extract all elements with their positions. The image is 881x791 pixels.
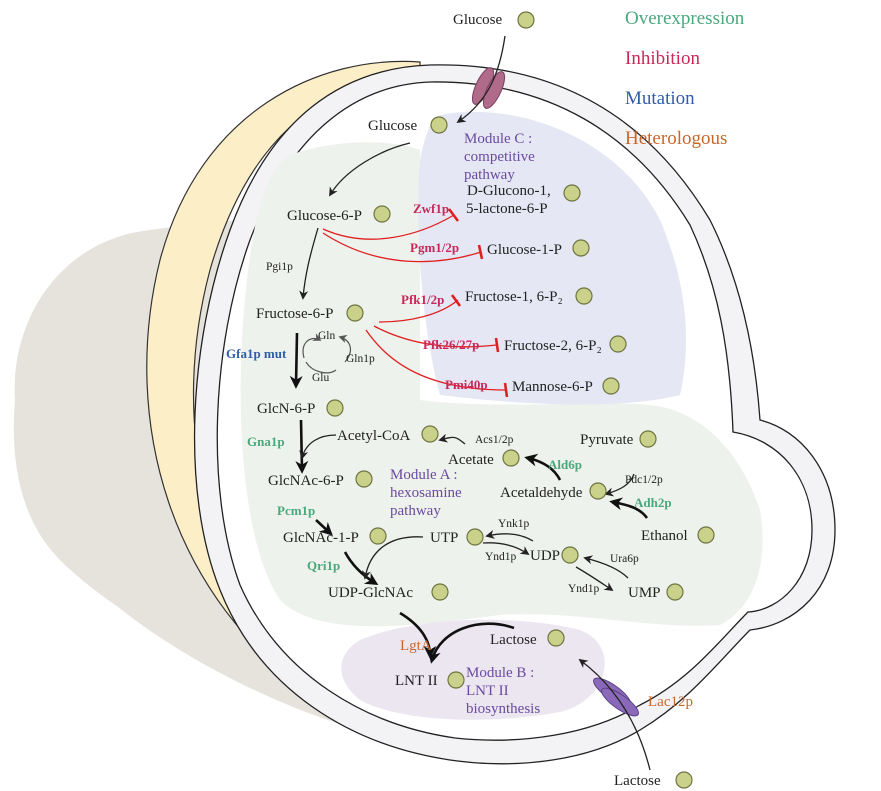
metabolite-lactose-external: Lactose: [614, 773, 661, 789]
metabolite-glucose-1-p: Glucose-1-P: [487, 242, 562, 258]
metabolite-dot: [572, 239, 590, 257]
enzyme-zwf1p: Zwf1p: [413, 201, 449, 216]
enzyme-ynd1p: Ynd1p: [485, 551, 517, 563]
enzyme-lgta: LgtA: [400, 638, 432, 654]
enzyme-pmi40p: Pmi40p: [445, 377, 488, 392]
metabolite-dot: [561, 546, 579, 564]
metabolite-d-glucono-lactone: D-Glucono-1,: [467, 183, 551, 199]
metabolite-glu: Glu: [312, 372, 330, 384]
svg-text:hexosamine: hexosamine: [390, 485, 462, 501]
metabolite-dot: [355, 470, 373, 488]
metabolite-lactose: Lactose: [490, 632, 537, 648]
legend-heterologous: Heterologous: [625, 128, 727, 149]
enzyme-ynk1p: Ynk1p: [498, 518, 530, 530]
metabolite-glcnac-6-p: GlcNAc-6-P: [268, 473, 344, 489]
region-c: [418, 111, 686, 405]
metabolite-dot: [346, 304, 364, 322]
module-a-label: Module A : hexosamine pathway: [390, 467, 462, 519]
metabolite-fructose-2-6-p2: Fructose-2, 6-P₂: [504, 338, 602, 354]
metabolite-udp-glcnac: UDP-GlcNAc: [328, 585, 413, 601]
metabolite-lnt-ii: LNT II: [395, 673, 438, 689]
metabolite-d-glucono-lactone-2: 5-lactone-6-P: [466, 201, 548, 217]
module-c-label: Module C : competitive pathway: [464, 131, 535, 183]
legend-inhibition: Inhibition: [625, 48, 700, 69]
enzyme-gna1p: Gna1p: [247, 434, 285, 449]
metabolite-mannose-6-p: Mannose-6-P: [512, 379, 593, 395]
metabolite-dot: [575, 287, 593, 305]
metabolite-dot: [447, 671, 465, 689]
enzyme-ynd1p-2: Ynd1p: [568, 583, 600, 595]
metabolite-fructose-1-6-p2: Fructose-1, 6-P₂: [465, 289, 563, 305]
metabolite-dot: [639, 430, 657, 448]
metabolite-dot: [563, 184, 581, 202]
svg-text:LNT II: LNT II: [466, 683, 509, 699]
metabolite-udp: UDP: [530, 548, 560, 564]
metabolite-acetyl-coa: Acetyl-CoA: [337, 428, 410, 444]
enzyme-pfk12p: Pfk1/2p: [401, 292, 444, 307]
enzyme-pfk2627p: Pfk26/27p: [423, 337, 479, 352]
metabolite-glcnac-1-p: GlcNAc-1-P: [283, 530, 359, 546]
metabolite-dot: [369, 527, 387, 545]
metabolite-glcn-6-p: GlcN-6-P: [257, 401, 315, 417]
metabolite-dot: [431, 583, 449, 601]
metabolite-ethanol: Ethanol: [641, 528, 688, 544]
metabolite-utp: UTP: [430, 530, 458, 546]
legend-overexpression: Overexpression: [625, 8, 745, 29]
svg-text:pathway: pathway: [390, 503, 441, 519]
enzyme-pcm1p: Pcm1p: [277, 503, 315, 518]
metabolite-dot: [609, 335, 627, 353]
metabolite-acetate: Acetate: [448, 452, 494, 468]
metabolite-dot: [430, 116, 448, 134]
metabolite-glucose-external: Glucose: [453, 12, 502, 28]
metabolite-dot: [547, 629, 565, 647]
legend-mutation: Mutation: [625, 88, 695, 109]
metabolite-pyruvate: Pyruvate: [580, 432, 634, 448]
metabolite-fructose-6-p: Fructose-6-P: [256, 306, 334, 322]
metabolite-dot: [373, 205, 391, 223]
enzyme-ald6p: Ald6p: [548, 457, 582, 472]
metabolite-dot: [326, 399, 344, 417]
metabolite-dot: [421, 425, 439, 443]
enzyme-pgi1p: Pgi1p: [266, 261, 293, 273]
svg-text:competitive: competitive: [464, 149, 535, 165]
metabolite-glucose-6-p: Glucose-6-P: [287, 208, 362, 224]
enzyme-adh2p: Adh2p: [634, 495, 672, 510]
enzyme-gfa1p-mut: Gfa1p mut: [226, 346, 287, 361]
metabolite-glucose: Glucose: [368, 118, 417, 134]
metabolite-dot: [517, 11, 535, 29]
enzyme-qri1p: Qri1p: [307, 558, 340, 573]
svg-text:biosynthesis: biosynthesis: [466, 701, 540, 717]
enzyme-lac12p: Lac12p: [648, 694, 693, 710]
metabolite-acetaldehyde: Acetaldehyde: [500, 485, 583, 501]
metabolite-dot: [666, 583, 684, 601]
enzyme-pdc12p: Pdc1/2p: [625, 474, 663, 486]
enzyme-acs12p: Acs1/2p: [475, 434, 514, 446]
region-b: [341, 619, 605, 720]
metabolite-dot: [502, 449, 520, 467]
svg-text:pathway: pathway: [464, 167, 515, 183]
module-b-label: Module B : LNT II biosynthesis: [466, 665, 540, 717]
enzyme-gln1p: Gln1p: [346, 353, 375, 365]
metabolite-dot: [589, 482, 607, 500]
metabolite-dot: [697, 526, 715, 544]
svg-text:Module A :: Module A :: [390, 467, 458, 483]
svg-text:Module C :: Module C :: [464, 131, 532, 147]
svg-text:Module B :: Module B :: [466, 665, 534, 681]
region-a: [240, 142, 763, 627]
metabolite-gln: Gln: [318, 330, 336, 342]
enzyme-pgm12p: Pgm1/2p: [410, 240, 459, 255]
metabolite-dot: [675, 771, 693, 789]
enzyme-ura6p: Ura6p: [610, 553, 639, 565]
metabolite-ump: UMP: [628, 585, 661, 601]
metabolite-dot: [602, 377, 620, 395]
metabolite-dot: [466, 528, 484, 546]
